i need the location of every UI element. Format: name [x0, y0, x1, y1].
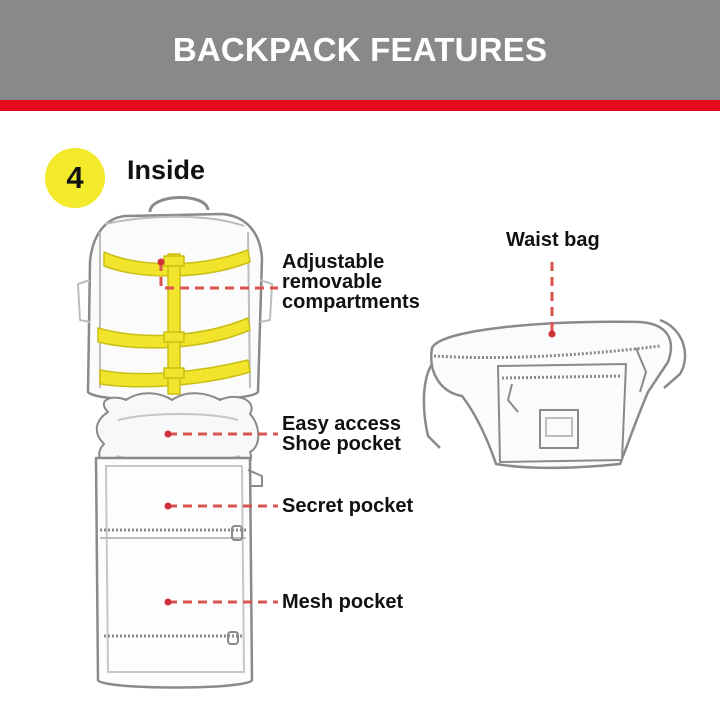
callout-line: Shoe pocket	[282, 433, 401, 455]
header-red-stripe	[0, 100, 720, 111]
callout-line: Mesh pocket	[282, 591, 404, 613]
callout-dots	[157, 258, 556, 606]
waist-bag-drawing	[422, 318, 687, 470]
callout-line: removable	[282, 271, 383, 293]
header-banner: BACKPACK FEATURES	[0, 0, 720, 100]
callout-mesh-pocket: Mesh pocket	[282, 592, 403, 612]
section-title: Inside	[127, 155, 206, 185]
callout-leaders	[159, 262, 554, 604]
callout-adjustable-compartments: Adjustable removable compartments	[282, 252, 420, 312]
callout-secret-pocket: Secret pocket	[282, 496, 413, 516]
callout-line: compartments	[282, 291, 420, 313]
callout-line: Easy access	[282, 413, 402, 435]
yellow-dividers	[97, 249, 251, 395]
callout-line: Adjustable	[282, 251, 385, 273]
waist-bag-label: Waist bag	[506, 229, 600, 251]
callout-shoe-pocket: Easy access Shoe pocket	[282, 414, 401, 454]
step-number-badge: 4	[45, 148, 105, 208]
page-title: BACKPACK FEATURES	[172, 31, 548, 68]
callout-line: Secret pocket	[282, 495, 414, 517]
